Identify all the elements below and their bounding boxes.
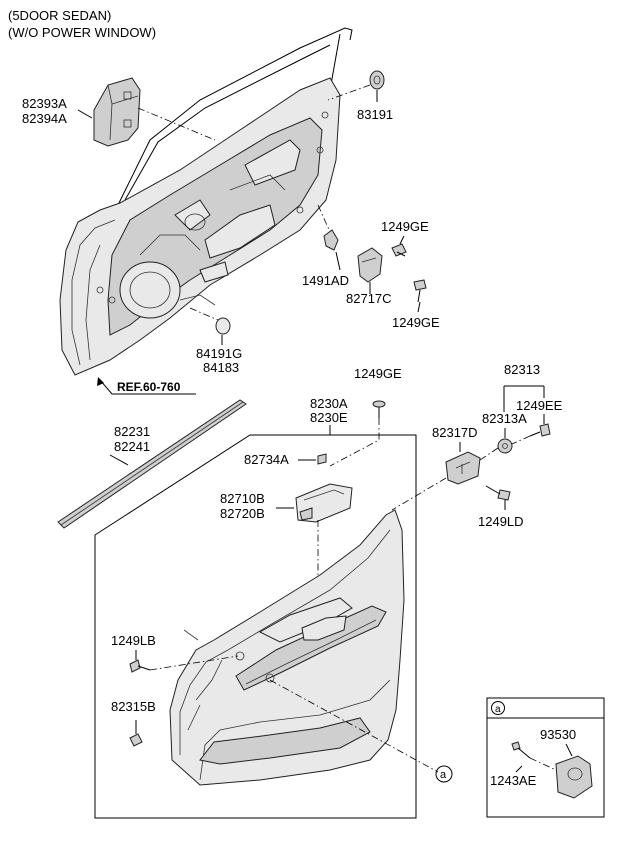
ref-leader [99,379,196,395]
cap-82734a [317,453,327,465]
label-82393a: 82393A [22,96,67,111]
header-line-1: (5DOOR SEDAN) [8,8,111,23]
inset-a-box: a 93530 1243AE [486,697,605,818]
leader-dash-82317d-panel [391,477,447,511]
label-82313a: 82313A [482,411,527,426]
leader-dash-1249lb [149,655,239,671]
inset-a-label: a [495,704,501,715]
leader-1249ge-lower [417,301,421,313]
header-line-2: (W/O POWER WINDOW) [8,25,156,40]
label-82315b: 82315B [111,699,156,714]
bolt-1249ge-upper [391,243,407,257]
leader-dash-1249ge-top [329,418,380,467]
leader-93530 [565,743,573,757]
leader-dash-82393a [137,107,216,141]
label-1243ae: 1243AE [490,773,537,788]
clip-1491ad [323,229,339,251]
label-1249ld: 1249LD [478,514,524,529]
label-82717c: 82717C [346,291,392,306]
clip-82315b [129,733,143,747]
label-82734a: 82734A [244,452,289,467]
label-1249ge-top: 1249GE [354,366,402,381]
screw-1249ge-top [372,400,386,418]
label-ref: REF.60-760 [117,380,181,394]
ref-arrow-icon [97,377,104,386]
label-82394a: 82394A [22,111,67,126]
door-trim-panel [169,509,405,786]
leader-dash-1491ad [317,204,331,233]
label-1249lb: 1249LB [111,633,156,648]
leader-1249ge-upper [399,235,405,245]
weatherstrip-82231 [57,399,247,529]
leader-1491ad [335,251,341,271]
callout-a-circle [435,765,453,783]
label-84183: 84183 [203,360,239,375]
trim-panel-box [94,434,417,819]
label-82720b: 82720B [220,506,265,521]
label-8230e: 8230E [310,410,348,425]
leader-1243ae [515,765,523,773]
label-1249ee: 1249EE [516,398,563,413]
label-84191g: 84191G [196,346,242,361]
callout-a-label: a [440,769,447,781]
label-82241: 82241 [114,439,150,454]
inset-a-circle [491,701,505,715]
leader-dash-84191g [189,307,219,321]
grommet-83191 [369,70,385,90]
door-inner-panel [59,27,353,376]
label-82231: 82231 [114,424,150,439]
label-8230a: 8230A [310,396,348,411]
leader-dash-82317d [479,447,499,461]
label-82313: 82313 [504,362,540,377]
screw-1249ee [529,423,551,437]
screw-1249ld [485,485,511,501]
leader-dash-callout-a [269,679,439,773]
label-82317d: 82317D [432,425,478,440]
bracket-82717c [357,247,383,283]
label-83191: 83191 [357,107,393,122]
label-1491ad: 1491AD [302,273,349,288]
plug-84191g [215,317,231,335]
fastener-1249lb [129,659,151,673]
label-1249ge-upper: 1249GE [381,219,429,234]
leader-82393a [77,109,93,119]
label-1249ge-lower: 1249GE [392,315,440,330]
bolt-1249ge-lower [413,279,427,303]
washer-82313a [497,438,513,454]
label-93530: 93530 [540,727,576,742]
leader-82231 [109,454,129,466]
mirror-bracket-82393a [93,77,141,147]
leader-dash-82313a [511,435,531,445]
leader-dash-1243ae [529,757,557,771]
bracket-82317d [445,451,481,485]
switch-93530 [555,755,593,799]
label-82710b: 82710B [220,491,265,506]
handle-cup-82710b [295,483,353,523]
